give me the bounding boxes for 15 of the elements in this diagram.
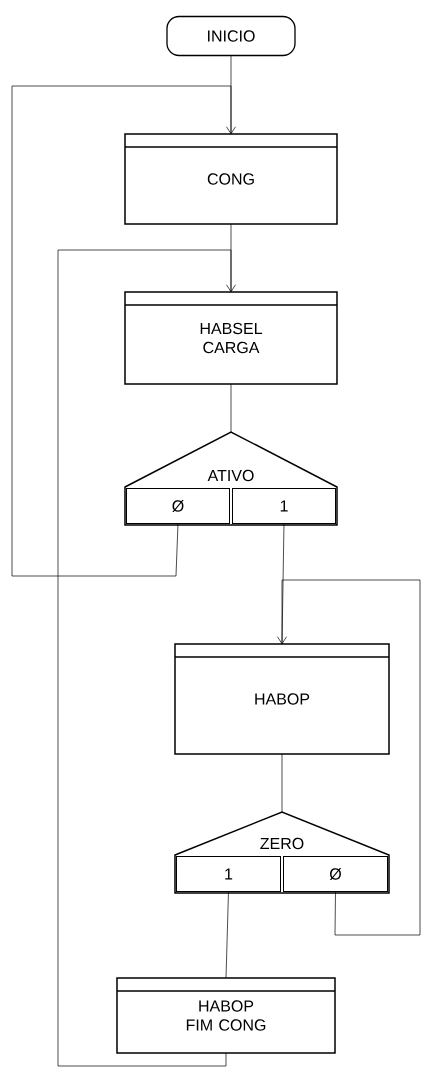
process-box: HABOP [174, 643, 390, 755]
branch-cell: Ø [283, 856, 388, 892]
branch-cell: Ø [126, 488, 230, 524]
connector-line [277, 579, 421, 936]
connector-line [225, 891, 229, 979]
connector-line [57, 249, 236, 1067]
process-box: CONG [124, 133, 338, 225]
connector-line [11, 85, 236, 577]
branch-cell: 1 [176, 856, 281, 892]
process-box: HABOP FIM CONG [116, 977, 336, 1054]
terminal-box: INICIO [166, 15, 296, 57]
connector-line [230, 383, 232, 433]
process-box: HABSEL CARGA [124, 291, 338, 385]
connector-line [281, 753, 283, 813]
branch-cell: 1 [232, 488, 336, 524]
